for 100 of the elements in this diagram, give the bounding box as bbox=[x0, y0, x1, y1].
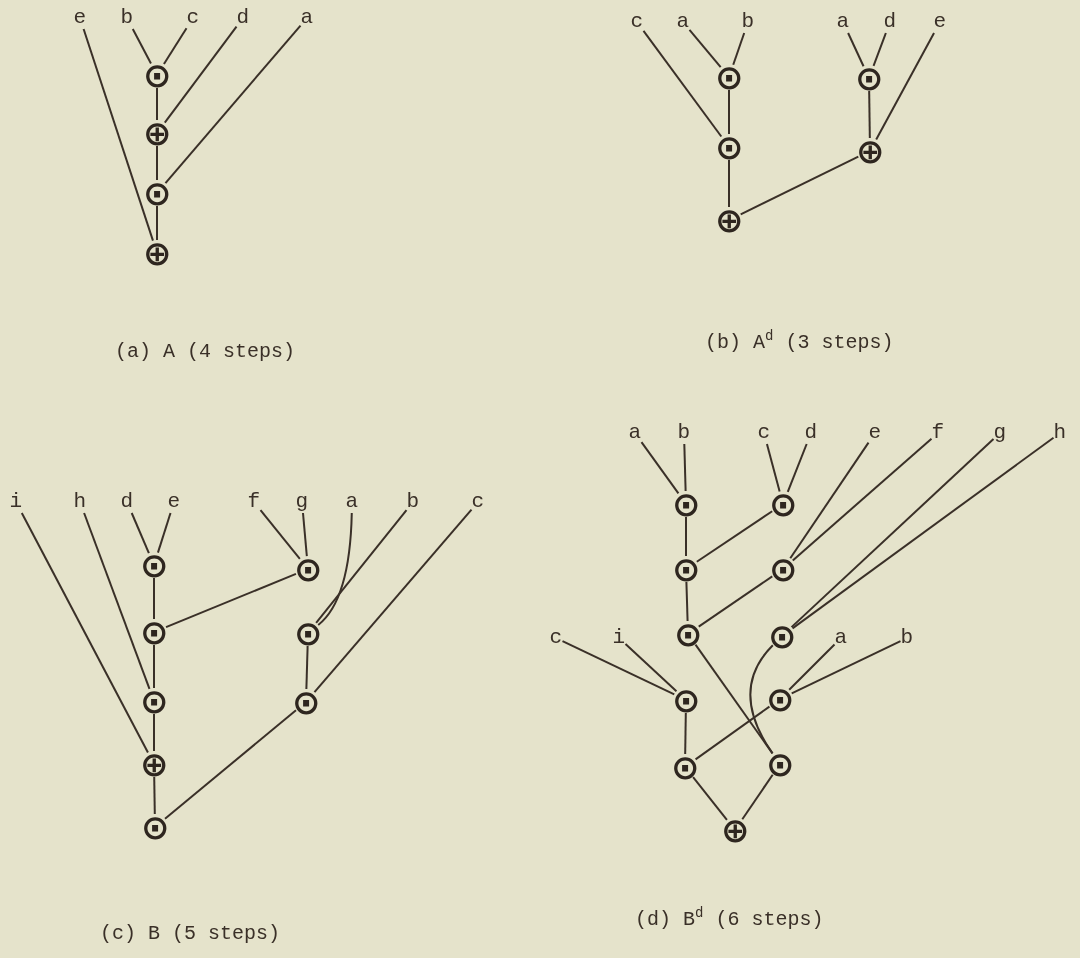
connector-line bbox=[790, 640, 902, 695]
connector-line bbox=[692, 776, 728, 821]
variable-label: a bbox=[628, 422, 642, 444]
figure-caption: (c) B (5 steps) bbox=[100, 922, 281, 945]
variable-label: f bbox=[247, 491, 261, 513]
connector-line bbox=[163, 25, 238, 124]
connector-line bbox=[317, 512, 353, 626]
operator-symbol: ⊙ bbox=[143, 61, 171, 89]
connector-line bbox=[153, 577, 155, 620]
variable-label: h bbox=[73, 491, 87, 513]
operator-symbol: ⊙ bbox=[143, 179, 171, 207]
connector-line bbox=[684, 712, 687, 755]
connector-line bbox=[156, 512, 172, 554]
connector-line bbox=[305, 645, 309, 690]
connector-line bbox=[789, 441, 870, 560]
connector-line bbox=[765, 443, 781, 493]
connector-line bbox=[868, 90, 871, 139]
operator-symbol: ⊕ bbox=[143, 119, 171, 147]
connector-line bbox=[259, 509, 301, 560]
figure-caption: (d) B$^{d}$ (6 steps) bbox=[635, 905, 824, 931]
connector-line bbox=[688, 28, 722, 69]
connector-line bbox=[156, 205, 158, 241]
variable-label: h bbox=[1053, 422, 1067, 444]
operator-symbol: ⊙ bbox=[294, 555, 322, 583]
operator-symbol: ⊙ bbox=[140, 551, 168, 579]
connector-line bbox=[624, 643, 678, 693]
variable-label: d bbox=[120, 491, 134, 513]
connector-line bbox=[694, 705, 771, 761]
operator-symbol: ⊙ bbox=[141, 813, 169, 841]
connector-line bbox=[872, 32, 887, 67]
operator-symbol: ⊙ bbox=[855, 64, 883, 92]
connector-line bbox=[791, 436, 1055, 630]
connector-line bbox=[153, 713, 155, 752]
variable-label: a bbox=[836, 11, 850, 33]
connector-line bbox=[728, 89, 730, 135]
operator-symbol: ⊙ bbox=[769, 555, 797, 583]
connector-line bbox=[153, 776, 156, 815]
operator-symbol: ⊙ bbox=[769, 490, 797, 518]
operator-symbol: ⊙ bbox=[766, 685, 794, 713]
connector-line bbox=[790, 438, 995, 629]
connector-line bbox=[165, 572, 297, 629]
operator-symbol: ⊙ bbox=[715, 133, 743, 161]
operator-symbol: ⊙ bbox=[671, 753, 699, 781]
variable-label: g bbox=[295, 491, 309, 513]
variable-label: d bbox=[804, 422, 818, 444]
variable-label: c bbox=[630, 11, 644, 33]
variable-label: g bbox=[993, 422, 1007, 444]
variable-label: a bbox=[676, 11, 690, 33]
variable-label: a bbox=[345, 491, 359, 513]
connector-line bbox=[315, 509, 408, 624]
connector-line bbox=[728, 159, 730, 208]
figure-caption: (a) A (4 steps) bbox=[115, 340, 296, 363]
connector-line bbox=[741, 773, 774, 821]
connector-line bbox=[302, 512, 308, 558]
variable-label: a bbox=[300, 7, 314, 29]
variable-label: b bbox=[741, 11, 755, 33]
connector-line bbox=[20, 512, 149, 754]
operator-symbol: ⊙ bbox=[768, 622, 796, 650]
connector-line bbox=[164, 24, 302, 185]
variable-label: i bbox=[9, 491, 23, 513]
variable-label: e bbox=[167, 491, 181, 513]
connector-line bbox=[131, 28, 152, 65]
operator-symbol: ⊕ bbox=[721, 816, 749, 844]
figure-caption: (b) A$^{d}$ (3 steps) bbox=[705, 328, 894, 354]
variable-label: e bbox=[868, 422, 882, 444]
connector-line bbox=[313, 508, 473, 694]
connector-line bbox=[749, 644, 774, 755]
connector-line bbox=[847, 32, 865, 68]
connector-line bbox=[156, 145, 158, 181]
variable-label: b bbox=[900, 627, 914, 649]
operator-symbol: ⊙ bbox=[672, 555, 700, 583]
variable-label: d bbox=[883, 11, 897, 33]
connector-line bbox=[685, 516, 687, 557]
connector-line bbox=[697, 575, 774, 628]
connector-line bbox=[162, 27, 188, 65]
connector-line bbox=[153, 644, 155, 689]
variable-label: d bbox=[236, 7, 250, 29]
operator-symbol: ⊕ bbox=[715, 206, 743, 234]
connector-line bbox=[732, 32, 746, 66]
connector-line bbox=[695, 510, 774, 563]
variable-label: c bbox=[186, 7, 200, 29]
operator-symbol: ⊙ bbox=[715, 63, 743, 91]
connector-line bbox=[788, 643, 836, 691]
operator-symbol: ⊙ bbox=[766, 750, 794, 778]
operator-symbol: ⊙ bbox=[140, 687, 168, 715]
operator-symbol: ⊙ bbox=[140, 618, 168, 646]
connector-line bbox=[685, 581, 689, 622]
connector-line bbox=[130, 512, 150, 555]
variable-label: c bbox=[471, 491, 485, 513]
connector-line bbox=[156, 87, 158, 121]
operator-symbol: ⊕ bbox=[856, 137, 884, 165]
variable-label: i bbox=[612, 627, 626, 649]
connector-line bbox=[786, 443, 808, 493]
connector-line bbox=[561, 640, 676, 696]
operator-symbol: ⊙ bbox=[672, 686, 700, 714]
variable-label: b bbox=[406, 491, 420, 513]
connector-line bbox=[642, 29, 723, 138]
variable-label: e bbox=[933, 11, 947, 33]
connector-line bbox=[83, 512, 151, 690]
variable-label: c bbox=[757, 422, 771, 444]
